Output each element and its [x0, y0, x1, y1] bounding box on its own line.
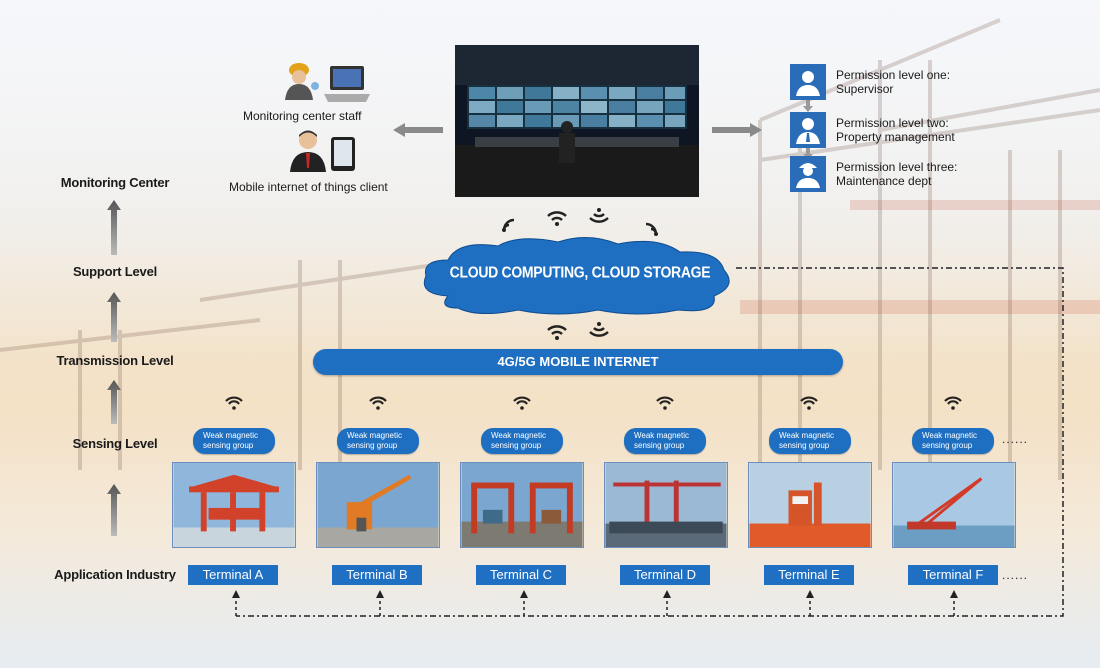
signal-icon: [513, 396, 531, 410]
permission-level-two: Permission level two: Property managemen…: [790, 112, 1020, 148]
businessman-icon: [290, 130, 326, 172]
down-arrow-icon: [803, 100, 813, 112]
signal-icon: [656, 396, 674, 410]
signal-icon: [800, 396, 818, 410]
monitoring-staff-label: Monitoring center staff: [243, 109, 362, 123]
level-support: Support Level: [72, 264, 158, 279]
right-arrow-icon: [712, 123, 762, 137]
network-label: 4G/5G MOBILE INTERNET: [497, 354, 659, 369]
signal-icon: [547, 325, 567, 340]
permission-three-role: Maintenance dept: [836, 174, 932, 188]
sensing-group-d: Weak magnetic sensing group: [624, 428, 706, 454]
sensing-group-b: Weak magnetic sensing group: [337, 428, 419, 454]
sensing-group-e: Weak magnetic sensing group: [769, 428, 851, 454]
level-monitoring-center: Monitoring Center: [60, 175, 170, 190]
permission-two-title: Permission level two:: [836, 116, 949, 130]
worker-icon: [285, 63, 319, 100]
sensing-group-f: Weak magnetic sensing group: [912, 428, 994, 454]
terminal-e-button[interactable]: Terminal E: [764, 565, 854, 585]
cloud-label: CLOUD COMPUTING, CLOUD STORAGE: [449, 263, 711, 281]
signal-icon: [225, 396, 243, 410]
terminal-d-photo: [604, 462, 728, 548]
supervisor-icon: [790, 64, 826, 100]
permission-level-one: Permission level one: Supervisor: [790, 64, 1020, 100]
up-arrow-icon: [107, 484, 121, 536]
terminal-f-photo: [892, 462, 1016, 548]
terminal-b-photo: [316, 462, 440, 548]
signal-icon: [547, 211, 567, 226]
permission-two-role: Property management: [836, 130, 955, 144]
signal-icon: [369, 396, 387, 410]
manager-icon: [790, 112, 826, 148]
terminal-c-button[interactable]: Terminal C: [476, 565, 566, 585]
more-sensing-dots: ......: [1002, 432, 1029, 446]
tablet-icon: [331, 137, 355, 171]
terminal-e-photo: [748, 462, 872, 548]
mobile-client-label: Mobile internet of things client: [229, 180, 388, 194]
terminal-f-button[interactable]: Terminal F: [908, 565, 998, 585]
left-arrow-icon: [393, 123, 443, 137]
terminal-b-button[interactable]: Terminal B: [332, 565, 422, 585]
terminal-a-button[interactable]: Terminal A: [188, 565, 278, 585]
level-application-industry: Application Industry: [54, 567, 176, 582]
terminal-c-photo: [460, 462, 584, 548]
signal-icon: [502, 218, 515, 232]
permission-one-role: Supervisor: [836, 82, 894, 96]
signal-icon: [589, 322, 609, 337]
sensing-group-c: Weak magnetic sensing group: [481, 428, 563, 454]
up-arrow-icon: [107, 380, 121, 424]
maintenance-icon: [790, 156, 826, 192]
monitoring-center-photo: [455, 45, 699, 197]
terminal-d-button[interactable]: Terminal D: [620, 565, 710, 585]
terminal-a-photo: [172, 462, 296, 548]
up-arrow-icon: [107, 200, 121, 255]
permission-three-title: Permission level three:: [836, 160, 958, 174]
permission-level-three: Permission level three: Maintenance dept: [790, 156, 1020, 192]
level-transmission: Transmission Level: [56, 353, 174, 368]
up-arrow-icon: [107, 292, 121, 342]
signal-icon: [944, 396, 962, 410]
laptop-icon: [324, 66, 370, 102]
more-terminals-dots: ......: [1002, 568, 1029, 582]
signal-icon: [589, 208, 609, 223]
sensing-group-a: Weak magnetic sensing group: [193, 428, 275, 454]
signal-icon: [645, 222, 658, 236]
permission-one-title: Permission level one:: [836, 68, 951, 82]
level-sensing: Sensing Level: [72, 436, 158, 451]
network-bar: 4G/5G MOBILE INTERNET: [313, 349, 843, 375]
